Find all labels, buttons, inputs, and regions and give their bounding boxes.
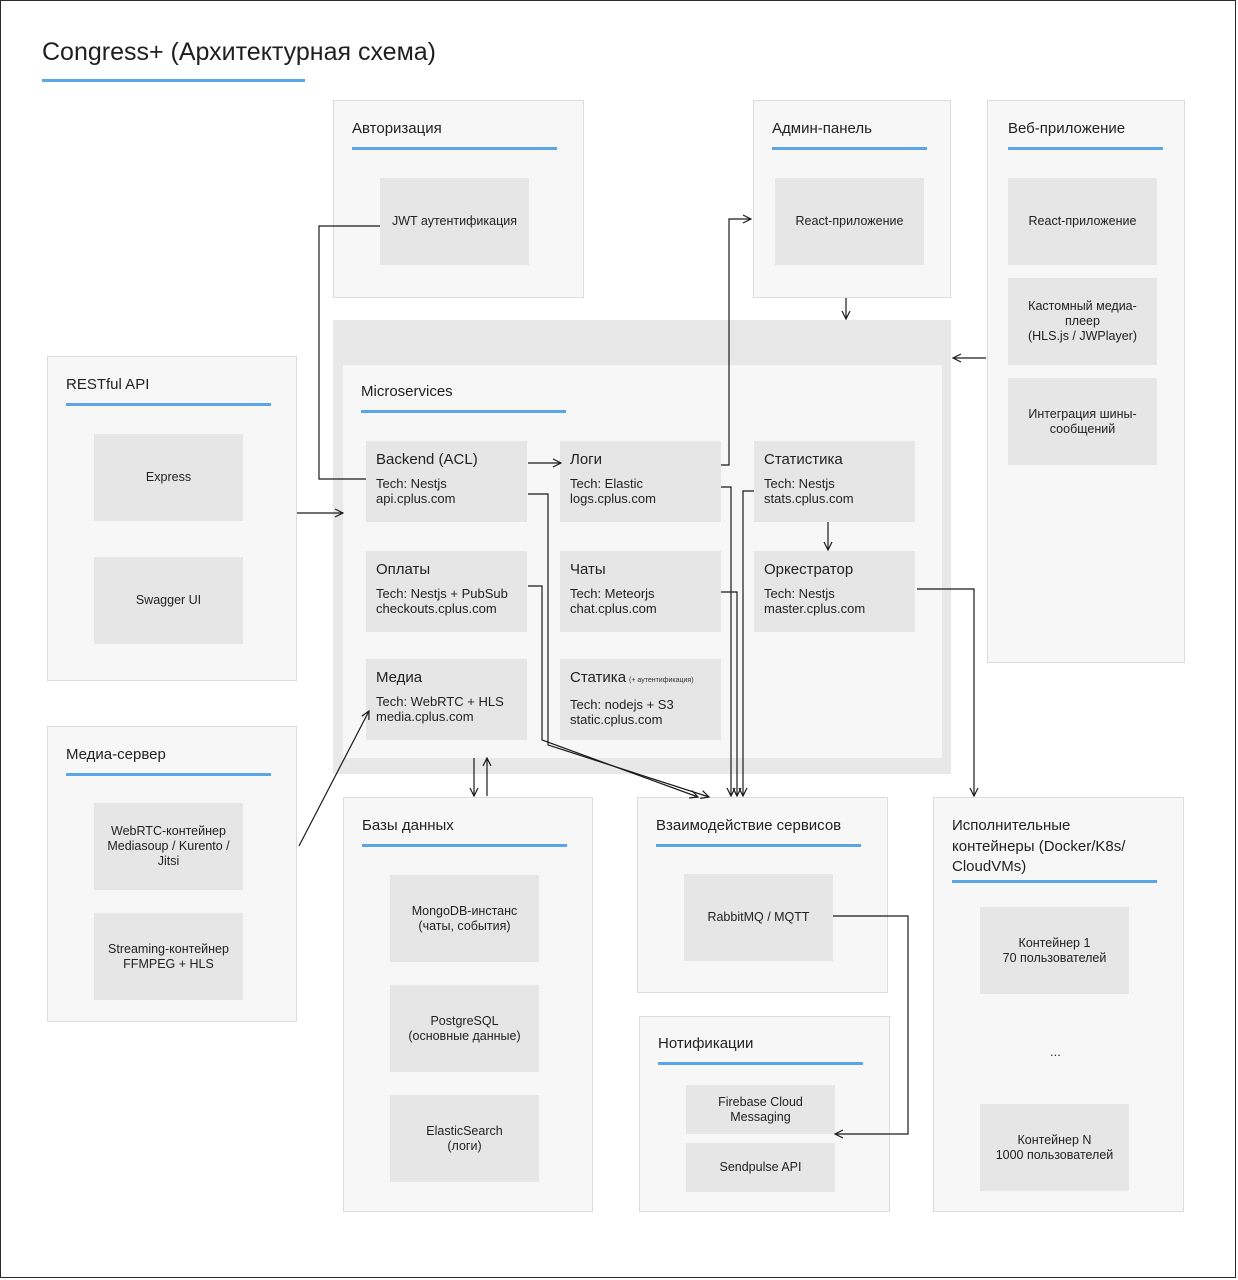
mongodb-box: MongoDB-инстанс (чаты, события) (390, 875, 539, 962)
executors-title-underline (952, 880, 1157, 883)
service-host: media.cplus.com (376, 709, 474, 724)
containers-ellipsis: ... (1050, 1044, 1061, 1059)
service-note: (+ аутентификация) (629, 677, 694, 684)
arrow-orchestrator-to-executors (917, 588, 974, 796)
microservices-title-underline (361, 410, 566, 413)
media-server-title: Медиа-сервер (66, 746, 166, 763)
service-name: Медиа (376, 669, 423, 686)
page-title: Congress+ (Архитектурная схема) (42, 38, 437, 66)
microservices-title: Microservices (361, 383, 453, 400)
sendpulse-box: Sendpulse API (686, 1143, 835, 1192)
service-host: logs.cplus.com (570, 491, 656, 506)
jwt-auth-box: JWT аутентификация (380, 178, 529, 265)
media-player-box: Кастомный медиа- плеер (HLS.js / JWPlaye… (1008, 278, 1157, 365)
service-name: Оркестратор (764, 561, 854, 578)
service-logs: Логи Tech: Elastic logs.cplus.com (560, 441, 721, 522)
rabbitmq-box: RabbitMQ / MQTT (684, 874, 833, 961)
admin-react-box: React-приложение (775, 178, 924, 265)
service-backend: Backend (ACL) Tech: Nestjs api.cplus.com (366, 441, 527, 522)
service-stats: Статистика Tech: Nestjs stats.cplus.com (754, 441, 915, 522)
service-media: Медиа Tech: WebRTC + HLS media.cplus.com (366, 659, 527, 740)
interaction-title-underline (656, 844, 861, 847)
arrow-logs-to-interaction (721, 486, 731, 796)
firebase-box: Firebase Cloud Messaging (686, 1085, 835, 1134)
executors-title: Исполнительные контейнеры (Docker/K8s/ C… (952, 817, 1126, 875)
service-tech: Tech: Meteorjs (570, 586, 655, 601)
container-n-box: Контейнер N 1000 пользователей (980, 1104, 1129, 1191)
arrow-logs-to-admin (721, 219, 751, 466)
service-name: Статика (570, 669, 627, 686)
service-tech: Tech: Elastic (570, 476, 643, 491)
auth-panel: Авторизация JWT аутентификация (333, 100, 584, 298)
arrow-stats-to-interaction (743, 490, 754, 796)
service-tech: Tech: Nestjs (764, 586, 835, 601)
web-panel: Веб-приложение React-приложение Кастомны… (987, 100, 1185, 663)
service-host: master.cplus.com (764, 601, 866, 616)
admin-title: Админ-панель (772, 120, 872, 137)
arrow-backend-to-interaction (528, 493, 709, 797)
arrow-chats-to-interaction (721, 591, 737, 796)
notifications-title: Нотификации (658, 1035, 754, 1052)
admin-panel: Админ-панель React-приложение (753, 100, 951, 298)
service-name: Статистика (764, 451, 843, 468)
arrow-rabbitmq-to-notifications (833, 915, 909, 1134)
service-chats: Чаты Tech: Meteorjs chat.cplus.com (560, 551, 721, 632)
service-tech: Tech: WebRTC + HLS (376, 694, 504, 709)
auth-title: Авторизация (352, 120, 442, 137)
bus-integration-box: Интеграция шины- сообщений (1008, 378, 1157, 465)
service-host: chat.cplus.com (570, 601, 657, 616)
arrow-mediaserver-to-media (298, 711, 369, 847)
auth-title-underline (352, 147, 557, 150)
service-tech: Tech: Nestjs + PubSub (376, 586, 508, 601)
interaction-title: Взаимодействие сервисов (656, 817, 842, 834)
web-react-box: React-приложение (1008, 178, 1157, 265)
webrtc-container-box: WebRTC-контейнер Mediasoup / Kurento / J… (94, 803, 243, 890)
postgresql-box: PostgreSQL (основные данные) (390, 985, 539, 1072)
arrow-payments-to-interaction (528, 585, 698, 797)
interaction-panel: Взаимодействие сервисов RabbitMQ / MQTT (637, 797, 888, 993)
service-host: static.cplus.com (570, 712, 663, 727)
service-tech: Tech: nodejs + S3 (570, 697, 674, 712)
service-host: api.cplus.com (376, 491, 456, 506)
admin-title-underline (772, 147, 927, 150)
arrow-jwt-to-backend (318, 225, 380, 480)
service-orchestrator: Оркестратор Tech: Nestjs master.cplus.co… (754, 551, 915, 632)
rest-title: RESTful API (66, 376, 150, 393)
title-underline (42, 79, 305, 82)
service-name: Логи (570, 451, 603, 468)
swagger-box: Swagger UI (94, 557, 243, 644)
service-host: checkouts.cplus.com (376, 601, 497, 616)
media-server-panel: Медиа-сервер WebRTC-контейнер Mediasoup … (47, 726, 297, 1022)
databases-title-underline (362, 844, 567, 847)
notifications-title-underline (658, 1062, 863, 1065)
rest-panel: RESTful API Express Swagger UI (47, 356, 297, 681)
service-name: Оплаты (376, 561, 431, 578)
container-1-box: Контейнер 1 70 пользователей (980, 907, 1129, 994)
web-title-underline (1008, 147, 1163, 150)
service-name: Backend (ACL) (376, 451, 478, 468)
databases-title: Базы данных (362, 817, 454, 834)
service-payments: Оплаты Tech: Nestjs + PubSub checkouts.c… (366, 551, 527, 632)
databases-panel: Базы данных MongoDB-инстанс (чаты, событ… (343, 797, 593, 1212)
service-tech: Tech: Nestjs (764, 476, 835, 491)
rest-title-underline (66, 403, 271, 406)
notifications-panel: Нотификации Firebase Cloud Messaging Sen… (639, 1016, 890, 1212)
service-static: Статика(+ аутентификация) Tech: nodejs +… (560, 659, 721, 740)
web-title: Веб-приложение (1008, 120, 1126, 137)
service-name: Чаты (570, 561, 606, 578)
elasticsearch-box: ElasticSearch (логи) (390, 1095, 539, 1182)
service-host: stats.cplus.com (764, 491, 854, 506)
media-server-title-underline (66, 773, 271, 776)
service-tech: Tech: Nestjs (376, 476, 447, 491)
express-box: Express (94, 434, 243, 521)
executors-panel: Исполнительные контейнеры (Docker/K8s/ C… (933, 797, 1184, 1212)
streaming-container-box: Streaming-контейнер FFMPEG + HLS (94, 913, 243, 1000)
